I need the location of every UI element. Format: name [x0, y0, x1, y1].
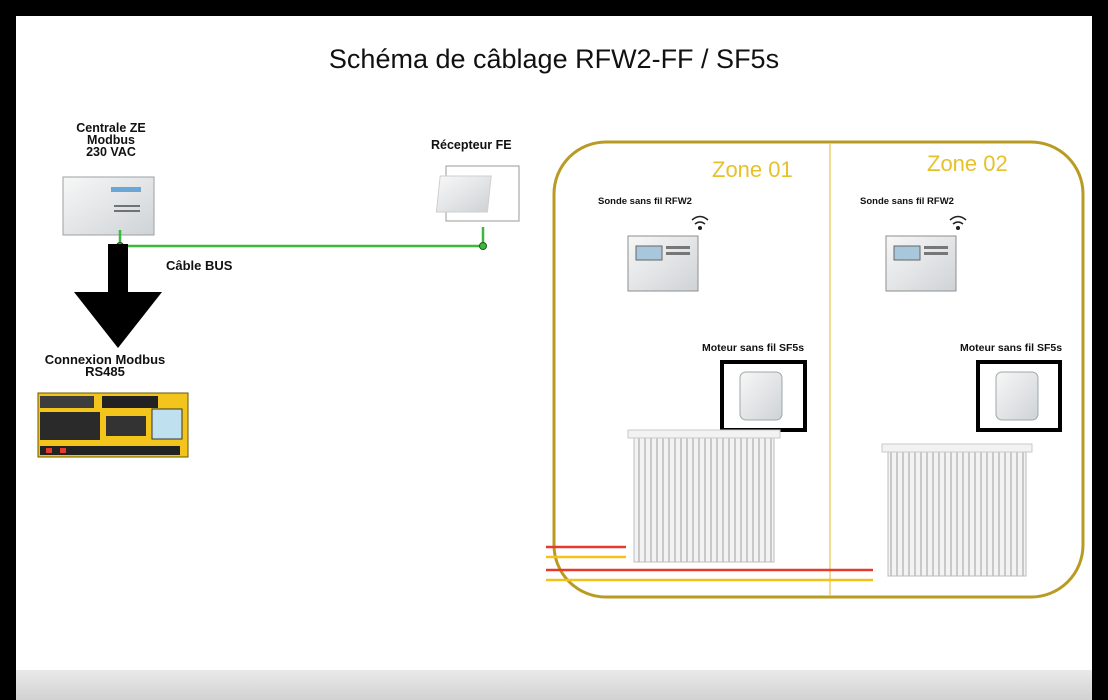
bus-cable-label: Câble BUS: [166, 258, 233, 273]
central-label-line2: Modbus: [87, 133, 135, 147]
diagram-canvas: Schéma de câblage RFW2-FF / SF5s: [16, 16, 1092, 700]
heating-pipes: [546, 545, 873, 582]
central-label-line3: 230 VAC: [86, 145, 136, 159]
zone01-wifi-icon: [691, 215, 709, 231]
diagram-title: Schéma de câblage RFW2-FF / SF5s: [328, 44, 780, 74]
bus-cable-line: [116, 227, 487, 250]
modbus-arrow: [74, 244, 162, 348]
modbus-label-line1: Connexion Modbus: [44, 352, 166, 367]
zone02-wifi-icon: [949, 215, 967, 231]
zone02-thermostat: [885, 235, 957, 292]
central-ze-device: [62, 176, 155, 236]
diagram-graphics: [37, 140, 1085, 599]
zone02-sensor-label: Sonde sans fil RFW2: [860, 196, 954, 207]
zone02-motor: [976, 360, 1062, 432]
modbus-label: Connexion Modbus RS485: [30, 352, 180, 379]
modbus-module: [37, 392, 189, 458]
receiver-device: [435, 165, 520, 222]
modbus-label-line2: RS485: [85, 364, 125, 379]
zone02-radiator: [881, 443, 1033, 577]
zone-frame: [552, 140, 1085, 599]
zone02-title: Zone 02: [927, 151, 1008, 176]
central-label-line1: Centrale ZE: [76, 121, 146, 135]
zone01-motor: [720, 360, 807, 432]
central-label: Centrale ZE Modbus 230 VAC: [56, 121, 166, 159]
zone01-motor-label: Moteur sans fil SF5s: [702, 342, 805, 354]
video-bottom-bar: [16, 670, 1092, 700]
receiver-label: Récepteur FE: [431, 138, 512, 152]
zone01-radiator: [627, 429, 781, 563]
zone02-motor-label: Moteur sans fil SF5s: [960, 342, 1063, 354]
zone01-thermostat: [627, 235, 699, 292]
zone01-sensor-label: Sonde sans fil RFW2: [598, 196, 692, 207]
zone01-title: Zone 01: [712, 157, 793, 182]
